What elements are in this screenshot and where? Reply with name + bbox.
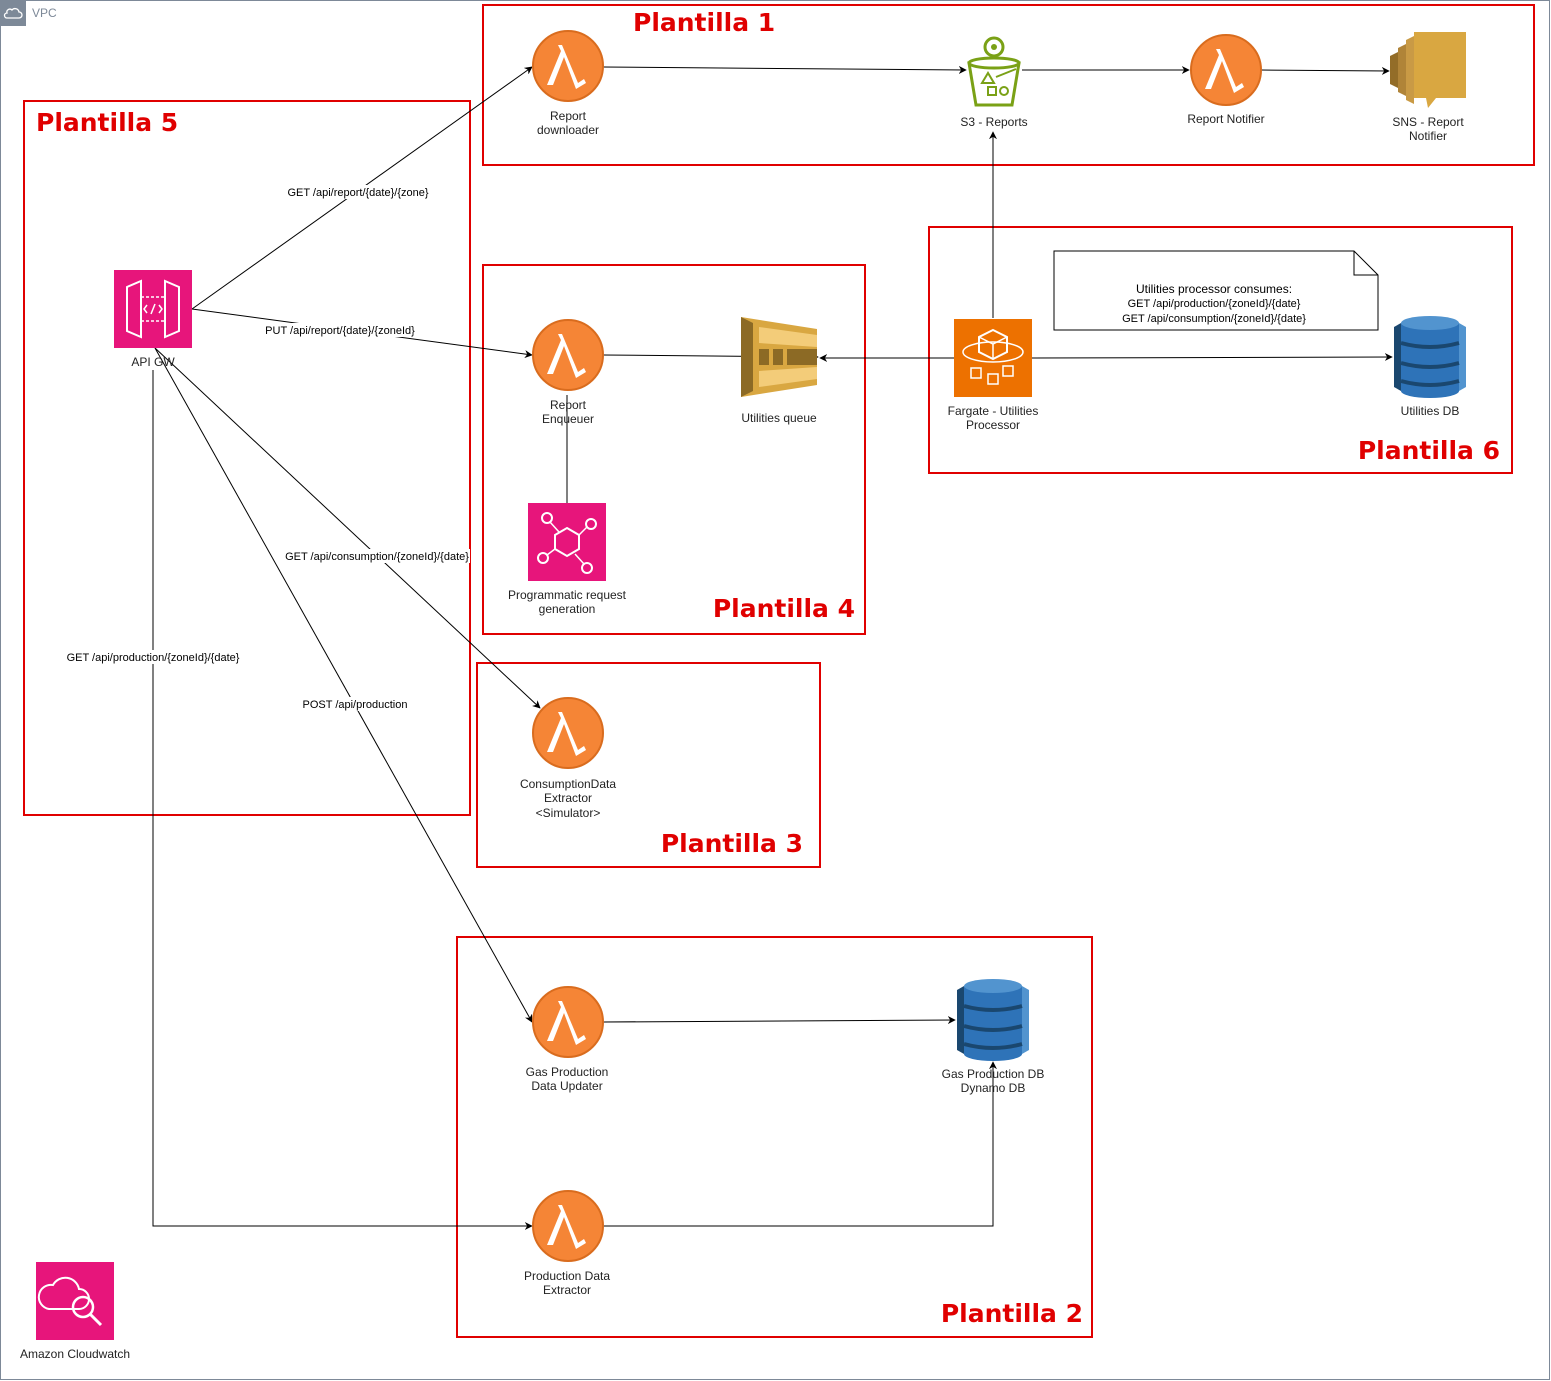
node-label-fargate-1: Fargate - Utilities: [948, 404, 1039, 418]
node-label-consumption-2: Extractor: [544, 791, 592, 805]
group-title-3: Plantilla 3: [661, 829, 803, 858]
edges: [152, 65, 1393, 1230]
group-plantilla-4: [482, 264, 866, 635]
api-gateway-icon: [114, 270, 192, 348]
group-title-4: Plantilla 4: [713, 594, 855, 623]
node-label-s3-reports: S3 - Reports: [960, 115, 1027, 129]
edge-fargate-db: [1031, 353, 1393, 362]
node-label-programmatic-1: Programmatic request: [508, 588, 627, 602]
lambda-icon: [532, 986, 604, 1058]
node-label-report-notifier: Report Notifier: [1187, 112, 1264, 126]
note-line-1: Utilities processor consumes:: [1136, 282, 1292, 296]
node-label-fargate-2: Processor: [966, 418, 1020, 432]
note-line-2: GET /api/production/{zoneId}/{date}: [1128, 298, 1301, 310]
note-line-3: GET /api/consumption/{zoneId}/{date}: [1122, 313, 1306, 325]
group-title-6: Plantilla 6: [1358, 436, 1500, 465]
node-label-programmatic-2: generation: [539, 602, 596, 616]
edge-label-put-report: PUT /api/report/{date}/{zoneId}: [265, 325, 415, 337]
fargate-icon: [954, 319, 1032, 397]
node-label-gas-db-2: Dynamo DB: [961, 1081, 1026, 1095]
node-label-utilities-db: Utilities DB: [1401, 404, 1460, 418]
node-label-gas-updater-2: Data Updater: [531, 1079, 602, 1093]
dynamodb-icon: [955, 977, 1031, 1063]
edge-label-post-production: POST /api/production: [303, 699, 408, 711]
group-title-1: Plantilla 1: [633, 8, 775, 37]
lambda-icon: [1190, 34, 1262, 106]
node-label-enqueuer-1: Report: [550, 398, 587, 412]
node-label-production-extractor-2: Extractor: [543, 1283, 591, 1297]
edge-extractor-gasdb: [603, 1061, 997, 1227]
node-label-report-downloader-1: Report: [550, 109, 587, 123]
edge-label-get-production: GET /api/production/{zoneId}/{date}: [67, 652, 240, 664]
group-title-5: Plantilla 5: [36, 108, 178, 137]
edge-label-bg: [284, 549, 470, 563]
node-label-sns-2: Notifier: [1409, 129, 1447, 143]
note-fold: [1353, 251, 1378, 276]
lambda-icon: [532, 1190, 604, 1262]
node-label-consumption-3: <Simulator>: [536, 806, 601, 820]
edge-downloader-s3: [602, 65, 967, 74]
group-plantilla-6: [928, 226, 1513, 474]
group-plantilla-1: [482, 4, 1535, 166]
node-label-gas-db-1: Gas Production DB: [942, 1067, 1045, 1081]
group-plantilla-3: [476, 662, 821, 868]
cloud-icon: [3, 7, 23, 19]
edge-api-consumption: [154, 347, 541, 709]
eventbridge-icon: [528, 503, 606, 581]
lambda-icon: [532, 30, 604, 102]
vpc-label: VPC: [32, 6, 57, 20]
sns-icon: [1390, 32, 1466, 108]
edge-label-bg: [286, 185, 430, 199]
lambda-icon: [532, 697, 604, 769]
node-label-gas-updater-1: Gas Production: [526, 1065, 609, 1079]
node-label-cloudwatch: Amazon Cloudwatch: [20, 1347, 130, 1361]
edge-label-bg: [263, 323, 417, 337]
edge-api-gas-updater: [154, 347, 533, 1023]
node-label-api-gw: API GW: [131, 355, 175, 369]
node-label-consumption-1: ConsumptionData: [520, 777, 616, 791]
note-box: [1053, 250, 1379, 331]
node-label-utilities-queue: Utilities queue: [741, 411, 817, 425]
node-label-production-extractor-1: Production Data: [524, 1269, 610, 1283]
edge-label-get-consumption: GET /api/consumption/{zoneId}/{date}: [285, 551, 469, 563]
node-label-sns-1: SNS - Report: [1392, 115, 1464, 129]
edge-label-bg: [301, 697, 411, 711]
s3-bucket-icon: [967, 36, 1021, 107]
node-label-enqueuer-2: Enqueuer: [542, 412, 594, 426]
edge-label-bg: [66, 650, 242, 664]
node-label-report-downloader-2: downloader: [537, 123, 599, 137]
edge-label-get-report: GET /api/report/{date}/{zone}: [287, 187, 428, 199]
edge-updater-gasdb: [602, 1016, 956, 1025]
sqs-queue-icon: [741, 317, 817, 397]
edge-api-production-extractor: [152, 370, 533, 1230]
group-plantilla-2: [456, 936, 1093, 1338]
cloudwatch-icon: [36, 1262, 114, 1340]
edge-notifier-sns: [1260, 66, 1390, 75]
dynamodb-icon: [1392, 314, 1468, 400]
lambda-icon: [532, 319, 604, 391]
group-plantilla-5: [23, 100, 471, 816]
group-title-2: Plantilla 2: [941, 1299, 1083, 1328]
